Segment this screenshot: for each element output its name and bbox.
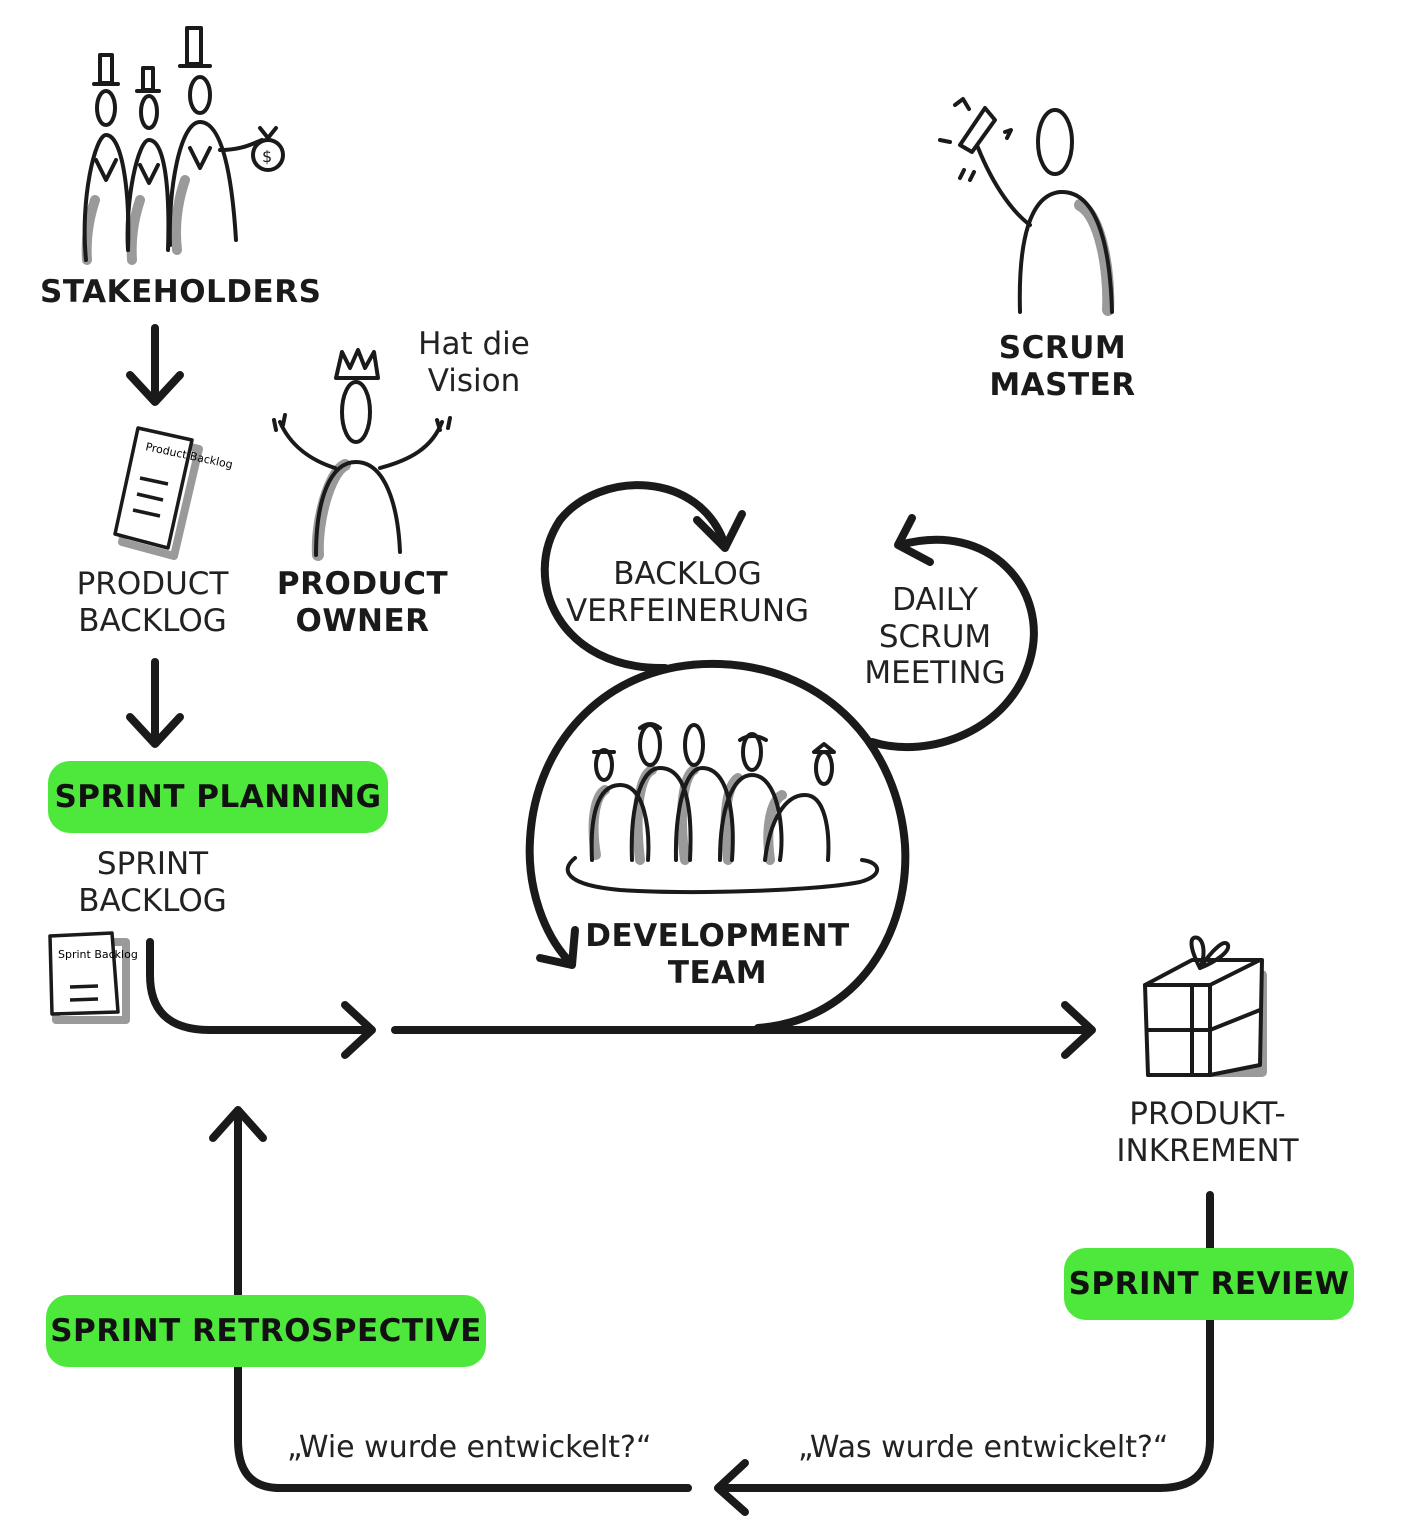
sprint-retrospective-pill: SPRINT RETROSPECTIVE bbox=[46, 1295, 486, 1367]
backlog-refinement-loop-arrow bbox=[540, 481, 746, 673]
svg-text:$: $ bbox=[262, 147, 272, 166]
review-question: „Was wurde entwickelt?“ bbox=[798, 1430, 1169, 1465]
gift-box-icon bbox=[1143, 935, 1267, 1077]
sprint-review-pill: SPRINT REVIEW bbox=[1064, 1248, 1354, 1320]
sprint-backlog-label: SPRINT BACKLOG bbox=[78, 846, 227, 919]
product-backlog-label: PRODUCT BACKLOG bbox=[76, 566, 229, 639]
sprint-backlog-document-icon bbox=[48, 931, 130, 1024]
product-owner-label: PRODUCT OWNER bbox=[276, 566, 449, 639]
product-owner-note: Hat die Vision bbox=[418, 326, 530, 399]
scrum-master-label: SCRUM MASTER bbox=[989, 330, 1136, 403]
development-team-label: DEVELOPMENT TEAM bbox=[585, 918, 850, 991]
development-team-circle bbox=[525, 659, 910, 1032]
stakeholders-label: STAKEHOLDERS bbox=[40, 274, 322, 310]
sprint-planning-pill: SPRINT PLANNING bbox=[48, 761, 388, 833]
arrow-sprint-start bbox=[146, 938, 376, 1059]
sprint-backlog-doc-label: Sprint Backlog bbox=[58, 948, 138, 961]
product-increment-label: PRODUKT- INKREMENT bbox=[1116, 1096, 1299, 1169]
scrum-master-icon bbox=[938, 97, 1115, 316]
development-team-people-icon bbox=[565, 722, 880, 894]
retro-question: „Wie wurde entwickelt?“ bbox=[287, 1430, 652, 1465]
product-owner-icon bbox=[272, 348, 452, 561]
product-backlog-document-icon bbox=[113, 426, 203, 560]
arrow-down-2 bbox=[126, 658, 184, 748]
daily-scrum-loop-arrow bbox=[868, 514, 1038, 752]
arrow-down-1 bbox=[126, 324, 184, 406]
arrow-feedback-loop bbox=[209, 1106, 1214, 1516]
stakeholders-icon: $ bbox=[81, 26, 285, 265]
arrow-to-increment bbox=[391, 1001, 1096, 1059]
daily-scrum-label: DAILY SCRUM MEETING bbox=[864, 582, 1006, 692]
backlog-refinement-label: BACKLOG VERFEINERUNG bbox=[565, 556, 810, 629]
